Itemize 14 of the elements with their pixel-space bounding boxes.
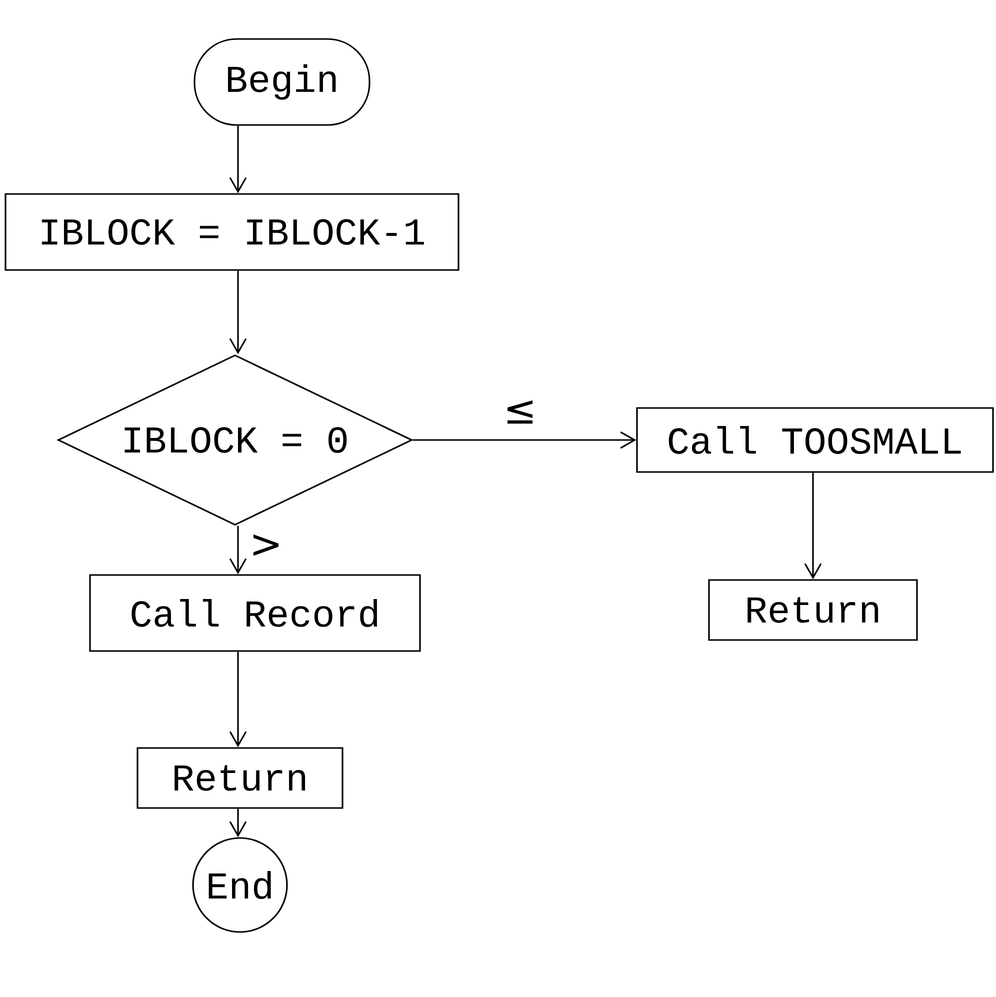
arrow xyxy=(229,526,247,574)
edge-label: ≤ xyxy=(507,400,532,424)
arrow xyxy=(804,472,822,580)
arrow xyxy=(229,808,247,838)
arrow xyxy=(229,126,247,194)
edge-label: > xyxy=(253,534,278,556)
arrow xyxy=(229,652,247,748)
arrow xyxy=(229,270,247,354)
process-box: IBLOCK = IBLOCK-1 xyxy=(4,193,460,271)
process-box: Call TOOSMALL xyxy=(636,407,994,473)
arrow xyxy=(412,431,636,449)
process-box: Return xyxy=(136,747,344,809)
process-box: Call Record xyxy=(89,574,421,652)
process-box: Return xyxy=(708,579,918,641)
